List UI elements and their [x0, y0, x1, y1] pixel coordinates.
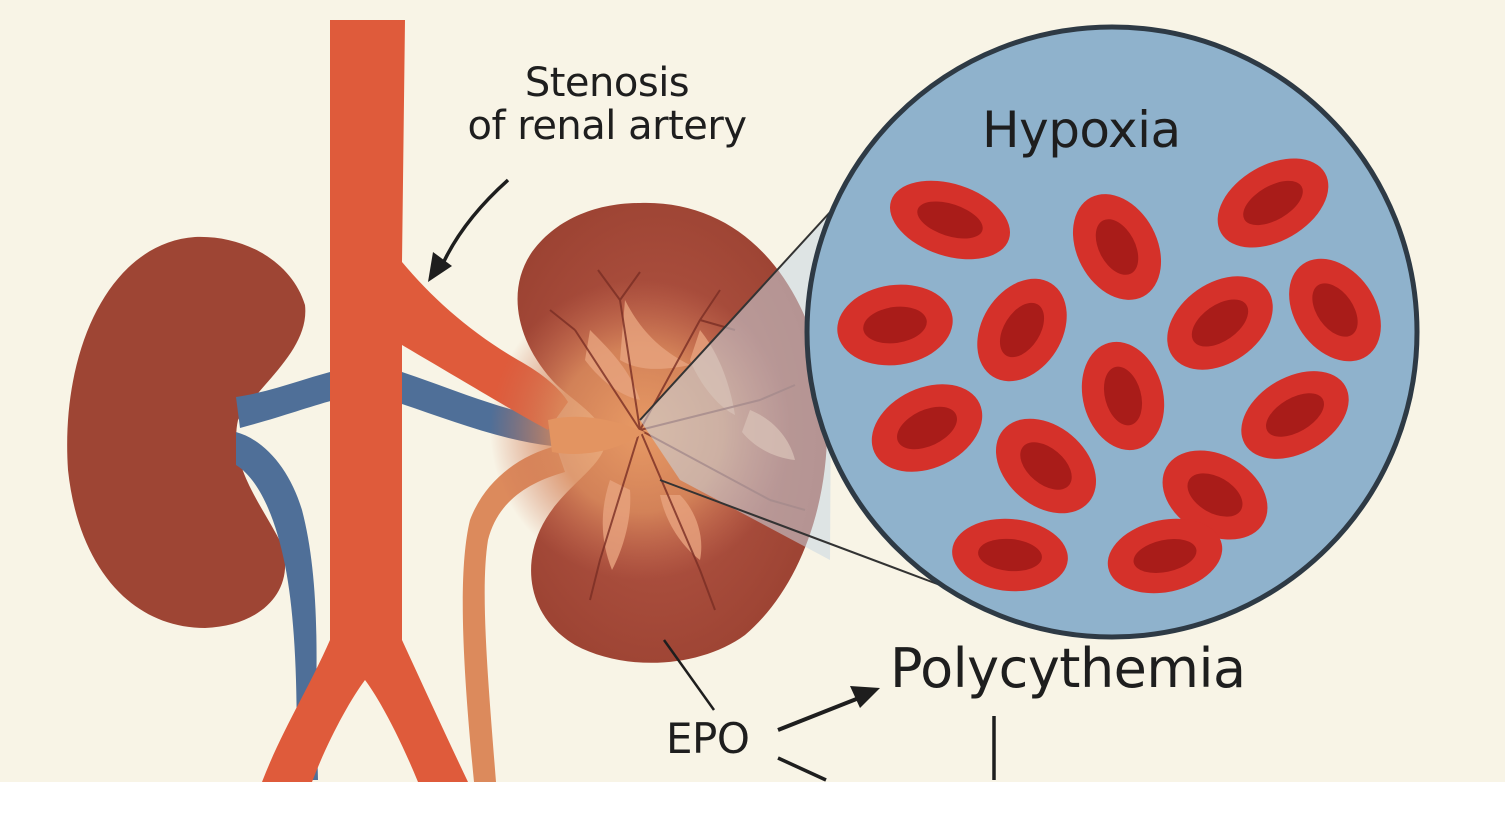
- epo-to-polycythemia-arrow: [777, 694, 865, 732]
- stenosis-label-line2: of renal artery: [467, 103, 747, 150]
- ureter: [462, 446, 565, 782]
- epo-lower-line: [777, 756, 827, 782]
- magnifier-cone: [640, 210, 832, 560]
- red-blood-cell: [952, 518, 1068, 592]
- stenosis-label: Stenosis of renal artery: [432, 60, 782, 150]
- red-blood-cell: [1289, 258, 1381, 362]
- left-renal-vein: [236, 372, 334, 428]
- red-blood-cell: [837, 284, 953, 366]
- red-blood-cell: [995, 418, 1097, 514]
- renal-hilum: [548, 416, 645, 454]
- stenosis-label-line1: Stenosis: [524, 60, 690, 106]
- epo-pointer-line: [662, 639, 716, 711]
- red-blood-cell: [1167, 276, 1273, 370]
- magnifier-line-top: [639, 209, 833, 421]
- stenosis-arrow: [438, 178, 510, 271]
- aorta: [262, 20, 568, 782]
- red-blood-cell: [1241, 371, 1349, 459]
- red-blood-cell: [889, 180, 1011, 260]
- red-blood-cell: [1072, 194, 1162, 300]
- red-blood-cell: [1217, 158, 1329, 248]
- hypoxia-label: Hypoxia: [982, 101, 1181, 159]
- red-blood-cell: [871, 384, 983, 472]
- red-blood-cell: [977, 278, 1067, 382]
- red-blood-cell: [1162, 450, 1268, 540]
- magnifier-line-bottom: [659, 479, 941, 586]
- epo-arrowhead: [850, 686, 880, 708]
- epo-label: EPO: [666, 714, 750, 763]
- left-lower-vein: [236, 432, 318, 780]
- red-blood-cells: [837, 158, 1381, 594]
- polycythemia-label: Polycythemia: [890, 637, 1246, 700]
- stenosis-arrowhead: [428, 252, 452, 282]
- red-blood-cell: [1081, 341, 1165, 451]
- red-blood-cell: [1107, 518, 1223, 594]
- left-kidney: [67, 236, 306, 629]
